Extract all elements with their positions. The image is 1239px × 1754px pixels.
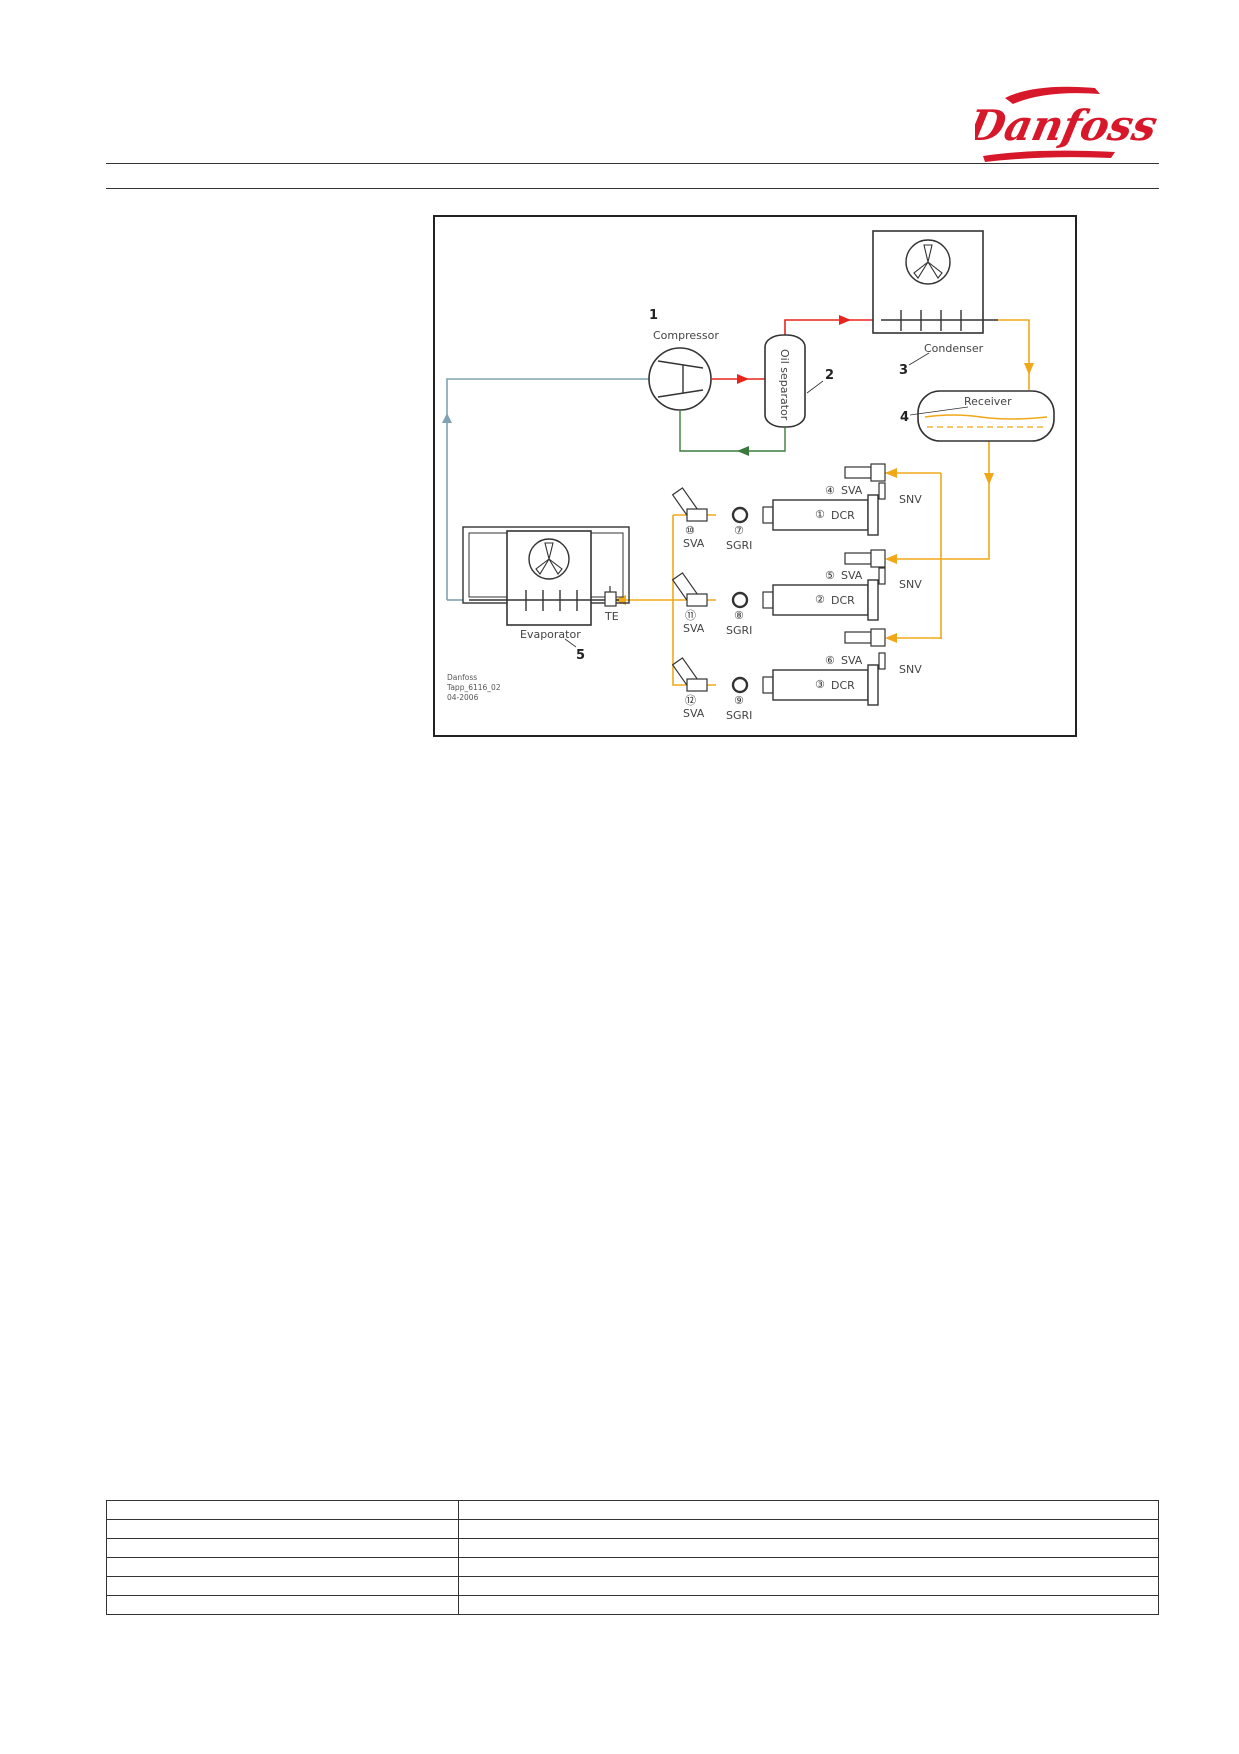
te-valve xyxy=(604,586,617,607)
condenser xyxy=(872,230,998,334)
dcr-row-2 xyxy=(671,549,886,621)
sva-number-10: ⑩ xyxy=(685,524,695,537)
label-sva-4: SVA xyxy=(841,484,863,497)
sva-top-valve-5 xyxy=(844,549,886,568)
dcr-number-1: ① xyxy=(815,508,825,521)
svg-text:Danfoss: Danfoss xyxy=(975,101,1162,150)
sva-number-5: ⑤ xyxy=(825,569,835,582)
discharge-arrow-1 xyxy=(737,374,749,384)
suction-line xyxy=(446,378,654,601)
liquid-arrow-4 xyxy=(885,554,897,564)
label-number-5: 5 xyxy=(576,648,585,663)
sva-number-12: ⑫ xyxy=(685,694,696,707)
dcr-number-3: ③ xyxy=(815,678,825,691)
header-rule-top xyxy=(106,163,1159,164)
label-sva-11: SVA xyxy=(683,622,705,635)
label-sgri-7: SGRI xyxy=(726,539,752,552)
table-row xyxy=(106,1595,1159,1615)
label-dcr-3: DCR xyxy=(831,679,855,692)
danfoss-logo: Danfoss xyxy=(963,78,1195,168)
sgri-7 xyxy=(731,506,749,524)
receiver xyxy=(917,390,1055,442)
label-sva-5: SVA xyxy=(841,569,863,582)
label-condenser: Condenser xyxy=(924,342,984,355)
liquid-arrow-2 xyxy=(984,473,994,485)
table-row xyxy=(106,1500,1159,1520)
label-number-2: 2 xyxy=(825,368,834,383)
sva-angle-valve-11 xyxy=(671,572,708,607)
footer-table xyxy=(106,1500,1159,1615)
label-receiver: Receiver xyxy=(964,395,1012,408)
dcr-row-1 xyxy=(671,463,886,536)
refrigeration-circuit-diagram: 1 Compressor Oil separator 2 xyxy=(433,215,1077,737)
label-oil-separator: Oil separator xyxy=(778,349,791,421)
footnote-line-2: Tapp_6116_02 xyxy=(446,683,501,692)
sva-number-6: ⑥ xyxy=(825,654,835,667)
header-rule-bottom xyxy=(106,188,1159,189)
evaporator xyxy=(462,526,630,626)
sgri-number-9: ⑨ xyxy=(734,694,744,707)
sva-top-valve-6 xyxy=(844,628,886,647)
label-sva-6: SVA xyxy=(841,654,863,667)
label-sgri-8: SGRI xyxy=(726,624,752,637)
suction-arrow xyxy=(442,413,452,423)
label-sva-12: SVA xyxy=(683,707,705,720)
sgri-number-8: ⑧ xyxy=(734,609,744,622)
oil-return-arrow xyxy=(737,446,749,456)
sva-angle-valve-10 xyxy=(671,487,708,522)
label-evaporator: Evaporator xyxy=(520,628,581,641)
table-row xyxy=(106,1538,1159,1558)
compressor xyxy=(648,347,712,411)
label-compressor: Compressor xyxy=(653,329,719,342)
sva-number-4: ④ xyxy=(825,484,835,497)
label-snv-2: SNV xyxy=(899,578,922,591)
label-number-3: 3 xyxy=(899,363,908,378)
table-row xyxy=(106,1576,1159,1596)
label-snv-1: SNV xyxy=(899,493,922,506)
label-dcr-1: DCR xyxy=(831,509,855,522)
sva-top-valve-4 xyxy=(844,463,886,482)
table-row xyxy=(106,1557,1159,1577)
label-number-1: 1 xyxy=(649,308,658,323)
label-number-4: 4 xyxy=(900,410,909,425)
liquid-arrow-3 xyxy=(885,468,897,478)
liquid-arrow-1 xyxy=(1024,363,1034,375)
dcr-row-3 xyxy=(671,628,886,706)
label-te: TE xyxy=(604,610,619,623)
label-sgri-9: SGRI xyxy=(726,709,752,722)
sva-angle-valve-12 xyxy=(671,657,708,692)
sgri-8 xyxy=(731,591,749,609)
sgri-9 xyxy=(731,676,749,694)
sva-number-11: ⑪ xyxy=(685,609,696,622)
footnote-line-3: 04-2006 xyxy=(447,693,479,702)
liquid-arrow-5 xyxy=(885,633,897,643)
dcr-number-2: ② xyxy=(815,593,825,606)
discharge-arrow-2 xyxy=(839,315,851,325)
oil-return-line xyxy=(679,410,786,452)
sgri-number-7: ⑦ xyxy=(734,524,744,537)
footnote-line-1: Danfoss xyxy=(447,673,477,682)
table-row xyxy=(106,1519,1159,1539)
label-sva-10: SVA xyxy=(683,537,705,550)
label-dcr-2: DCR xyxy=(831,594,855,607)
label-snv-3: SNV xyxy=(899,663,922,676)
